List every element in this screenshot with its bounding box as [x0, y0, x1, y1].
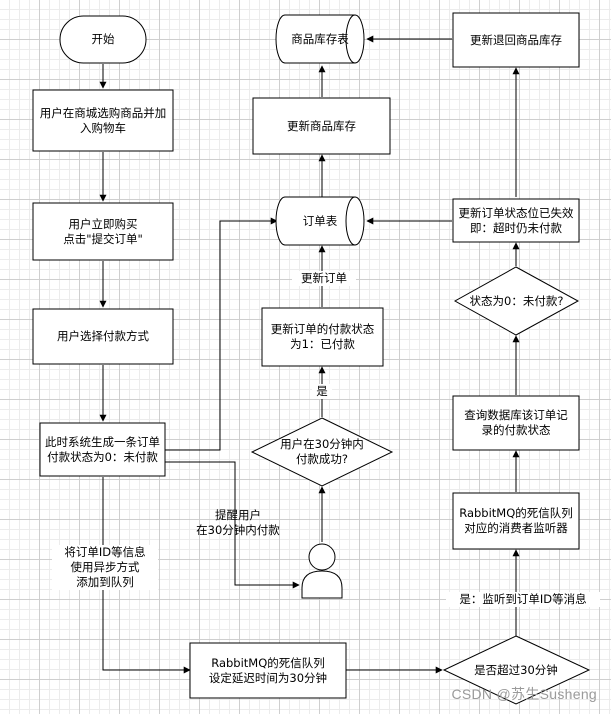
edge-generate-to-ordertable	[165, 217, 278, 451]
update-paid-box	[261, 307, 384, 367]
update-paid-label: 更新订单的付款状态 为1：已付款	[270, 322, 375, 351]
user-person-icon	[301, 543, 343, 599]
generate-order-box	[39, 422, 166, 477]
status-unpaid-decision	[453, 266, 580, 336]
stock-table-label: 商品库存表	[291, 31, 349, 46]
dlq-consumer-label: RabbitMQ的死信队列 对应的消费者监听器	[459, 506, 573, 535]
edge-generate-to-queue	[102, 477, 191, 674]
edge-generate-to-user	[165, 461, 300, 589]
update-order-edge-label: 更新订单	[292, 271, 356, 286]
over-30-min-label: 是否超过30分钟	[474, 662, 558, 677]
start-label: 开始	[91, 32, 115, 46]
order-table-cylinder	[275, 196, 365, 246]
update-return-stock-label: 更新退回商品库存	[470, 32, 562, 47]
update-stock-label: 更新商品库存	[287, 118, 356, 133]
update-expired-label: 更新订单状态位已失效 即：超时仍未付款	[458, 205, 574, 235]
yes-edge-label: 是	[312, 384, 332, 399]
status-unpaid-label: 状态为0：未付款?	[469, 293, 564, 308]
generate-order-label: 此时系统生成一条订单 付款状态为0：未付款	[45, 434, 160, 464]
update-return-stock-box	[452, 12, 580, 68]
submit-order-label: 用户立即购买 点击"提交订单"	[63, 216, 143, 246]
stock-table-cylinder	[275, 14, 365, 64]
submit-order-box	[32, 202, 174, 261]
choose-payment-label: 用户选择付款方式	[57, 329, 149, 343]
dead-letter-queue-label: RabbitMQ的死信队列 设定延迟时间为30分钟	[208, 655, 328, 685]
paid-in-30-label: 用户在30分钟内 付款成功?	[280, 437, 364, 466]
add-to-cart-label: 用户在商城选购商品并加 入购物车	[39, 105, 167, 135]
update-stock-box	[252, 97, 391, 155]
query-status-label: 查询数据库该订单记 录的付款状态	[464, 408, 568, 437]
update-expired-box	[452, 198, 580, 243]
enqueue-edge-label: 将订单ID等信息 使用异步方式 添加到队列	[52, 545, 158, 590]
order-table-label: 订单表	[302, 213, 338, 228]
remind-edge-label: 提醒用户 在30分钟内付款	[196, 508, 280, 537]
choose-payment-box	[32, 308, 174, 365]
listened-edge-label: 是：监听到订单ID等消息	[446, 592, 600, 607]
dlq-consumer-box	[452, 492, 580, 550]
add-to-cart-box	[32, 89, 174, 152]
dead-letter-queue-box	[189, 642, 347, 699]
start-node	[59, 15, 147, 64]
query-status-box	[452, 395, 580, 451]
watermark: CSDN @苏生Susheng	[451, 686, 597, 702]
paid-in-30-decision	[250, 417, 394, 487]
over-30-min-decision	[442, 635, 591, 705]
